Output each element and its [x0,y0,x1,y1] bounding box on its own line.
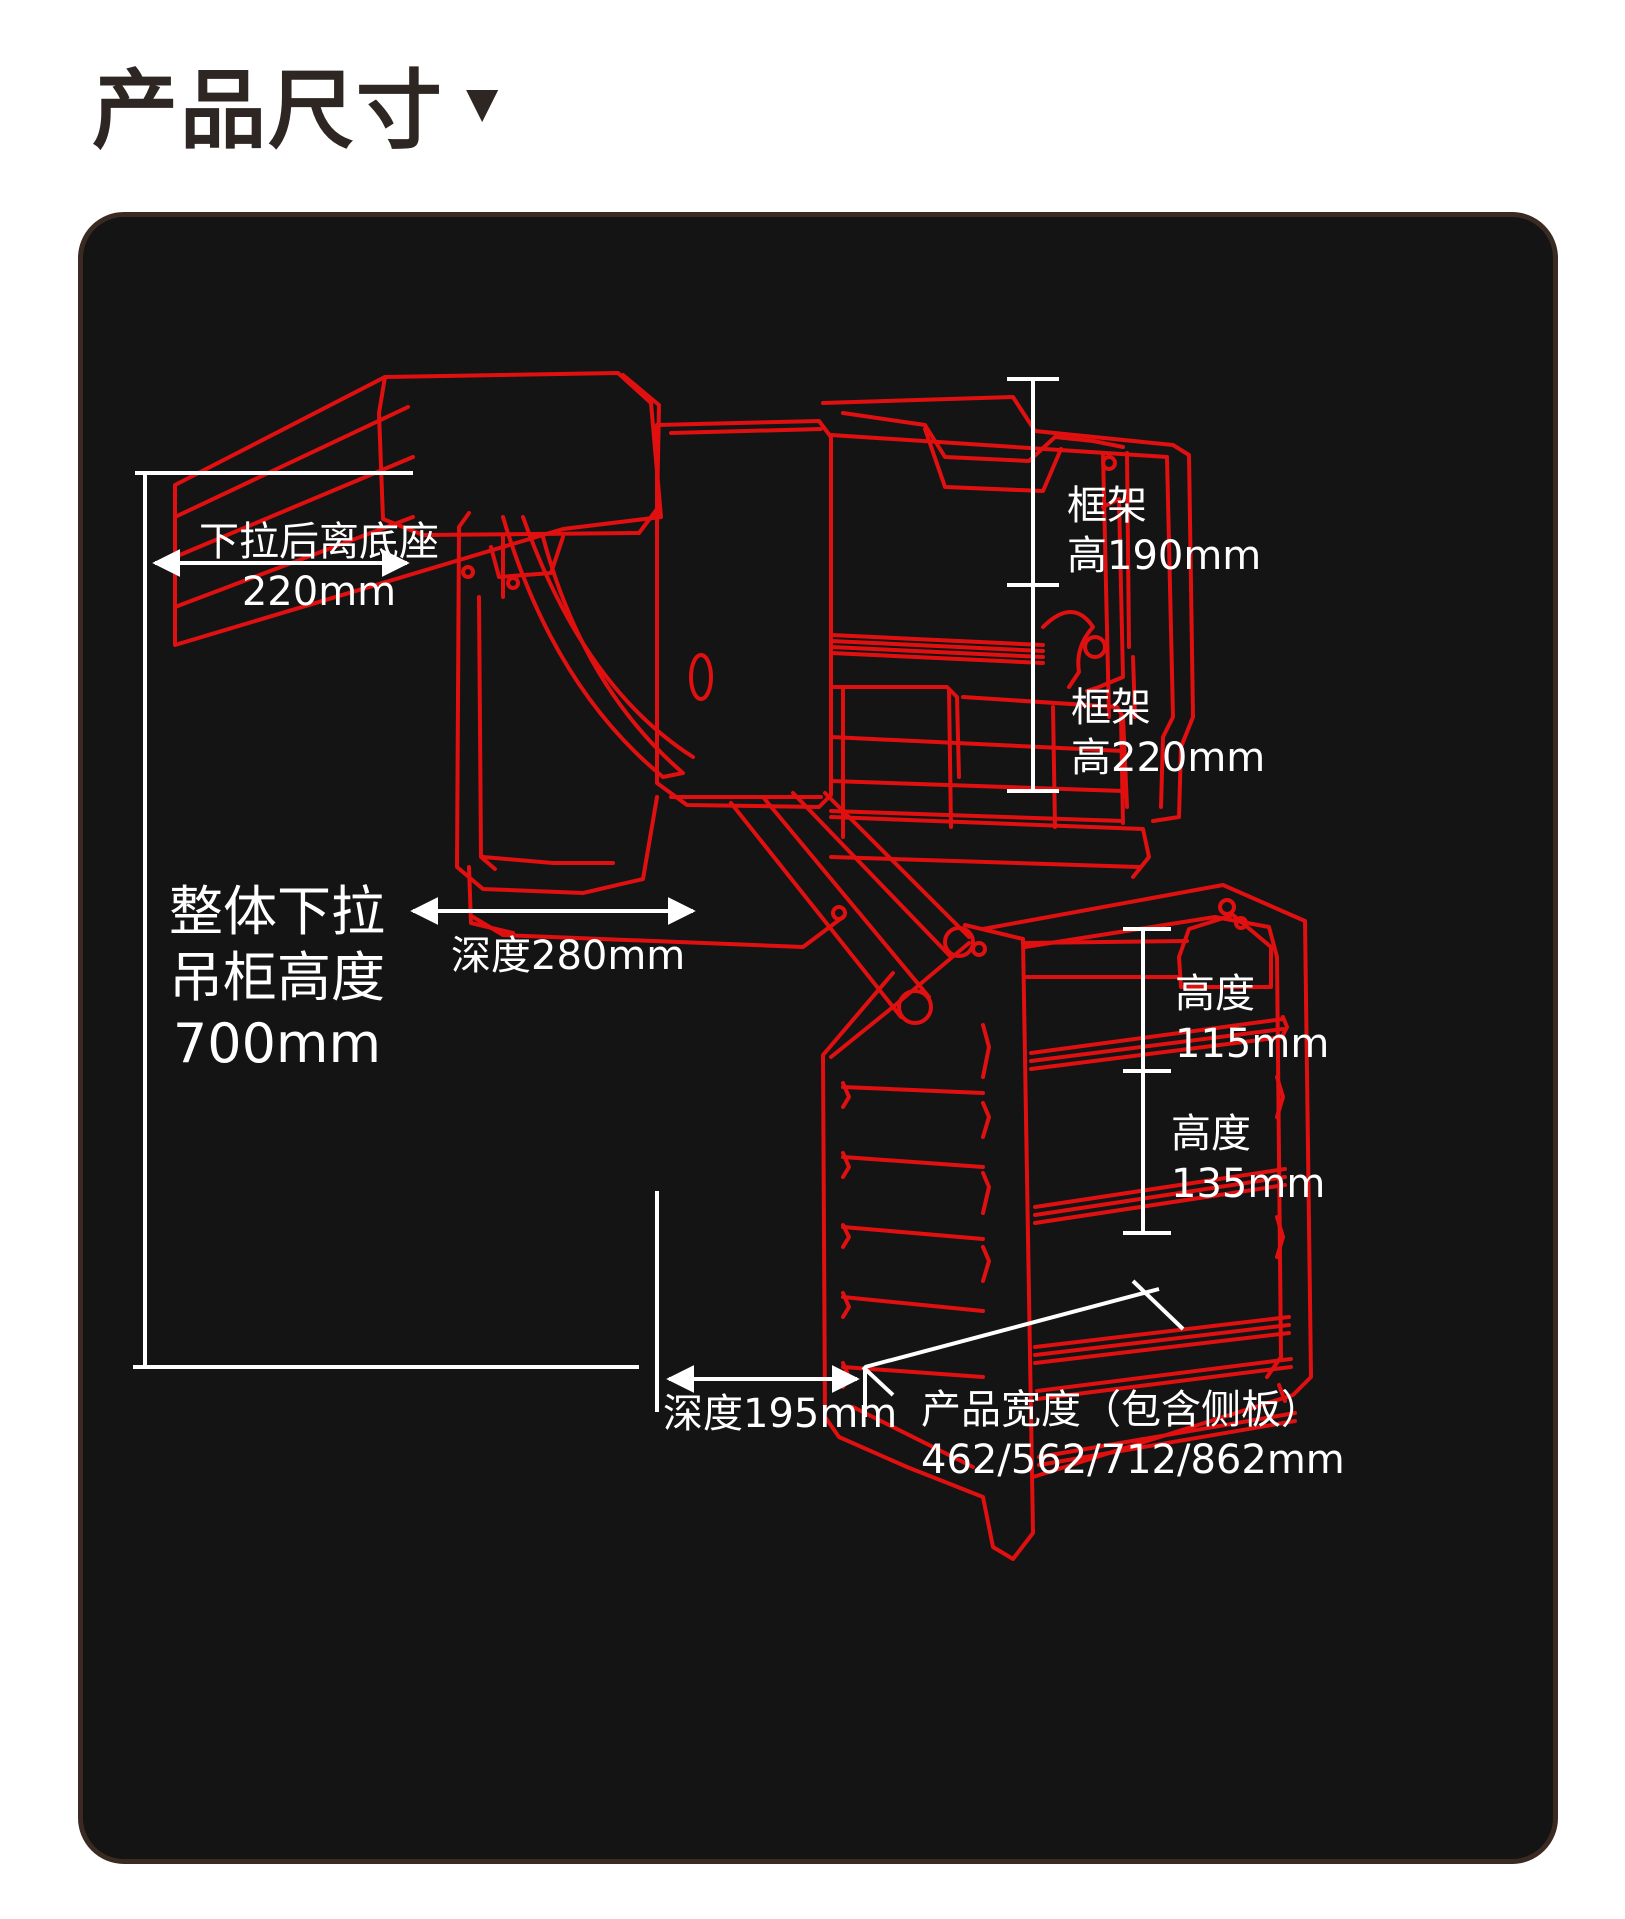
tier-115-label: 高度 115mm [1175,969,1329,1069]
tier-135-line2: 135mm [1171,1161,1326,1207]
frame-top-line2: 高190mm [1067,533,1262,579]
frame-mid-line2: 高220mm [1071,735,1266,781]
total-height-line2: 吊柜高度 [169,946,385,1009]
pulldown-offset-line2: 220mm [241,569,397,615]
product-width-label: 产品宽度（包含侧板） 462/562/712/862mm [921,1385,1345,1485]
depth-195-label: 深度195mm [663,1391,898,1437]
cabinet-drawing [173,371,1313,1561]
dimension-lines [133,377,1185,1417]
pulldown-offset-line1: 下拉后离底座 [199,519,439,565]
frame-top-height-label: 框架 高190mm [1067,481,1261,581]
total-height-label: 整体下拉 吊柜高度 700mm [147,879,407,1077]
tier-115-line2: 115mm [1175,1021,1330,1067]
tier-135-line1: 高度 [1171,1111,1251,1157]
cabinet-diagram-svg [133,371,1313,1561]
title-text: 产品尺寸 [92,61,444,161]
frame-mid-line1: 框架 [1071,685,1151,731]
page-title: 产品尺寸 ▼ [92,40,500,165]
depth-280-label: 深度280mm [451,933,686,979]
total-height-line1: 整体下拉 [169,880,385,943]
product-width-line2: 462/562/712/862mm [921,1437,1345,1483]
frame-mid-height-label: 框架 高220mm [1071,683,1265,783]
frame-top-line1: 框架 [1067,483,1147,529]
total-height-line3: 700mm [172,1012,382,1075]
product-width-line1: 产品宽度（包含侧板） [921,1387,1321,1433]
pulldown-offset-label: 下拉后离底座 220mm [189,517,449,617]
tier-135-label: 高度 135mm [1171,1109,1325,1209]
dimension-diagram-panel: 下拉后离底座 220mm 整体下拉 吊柜高度 700mm 深度280mm 深度1… [78,212,1558,1864]
caret-down-icon: ▼ [466,78,501,127]
tier-115-line1: 高度 [1175,971,1255,1017]
